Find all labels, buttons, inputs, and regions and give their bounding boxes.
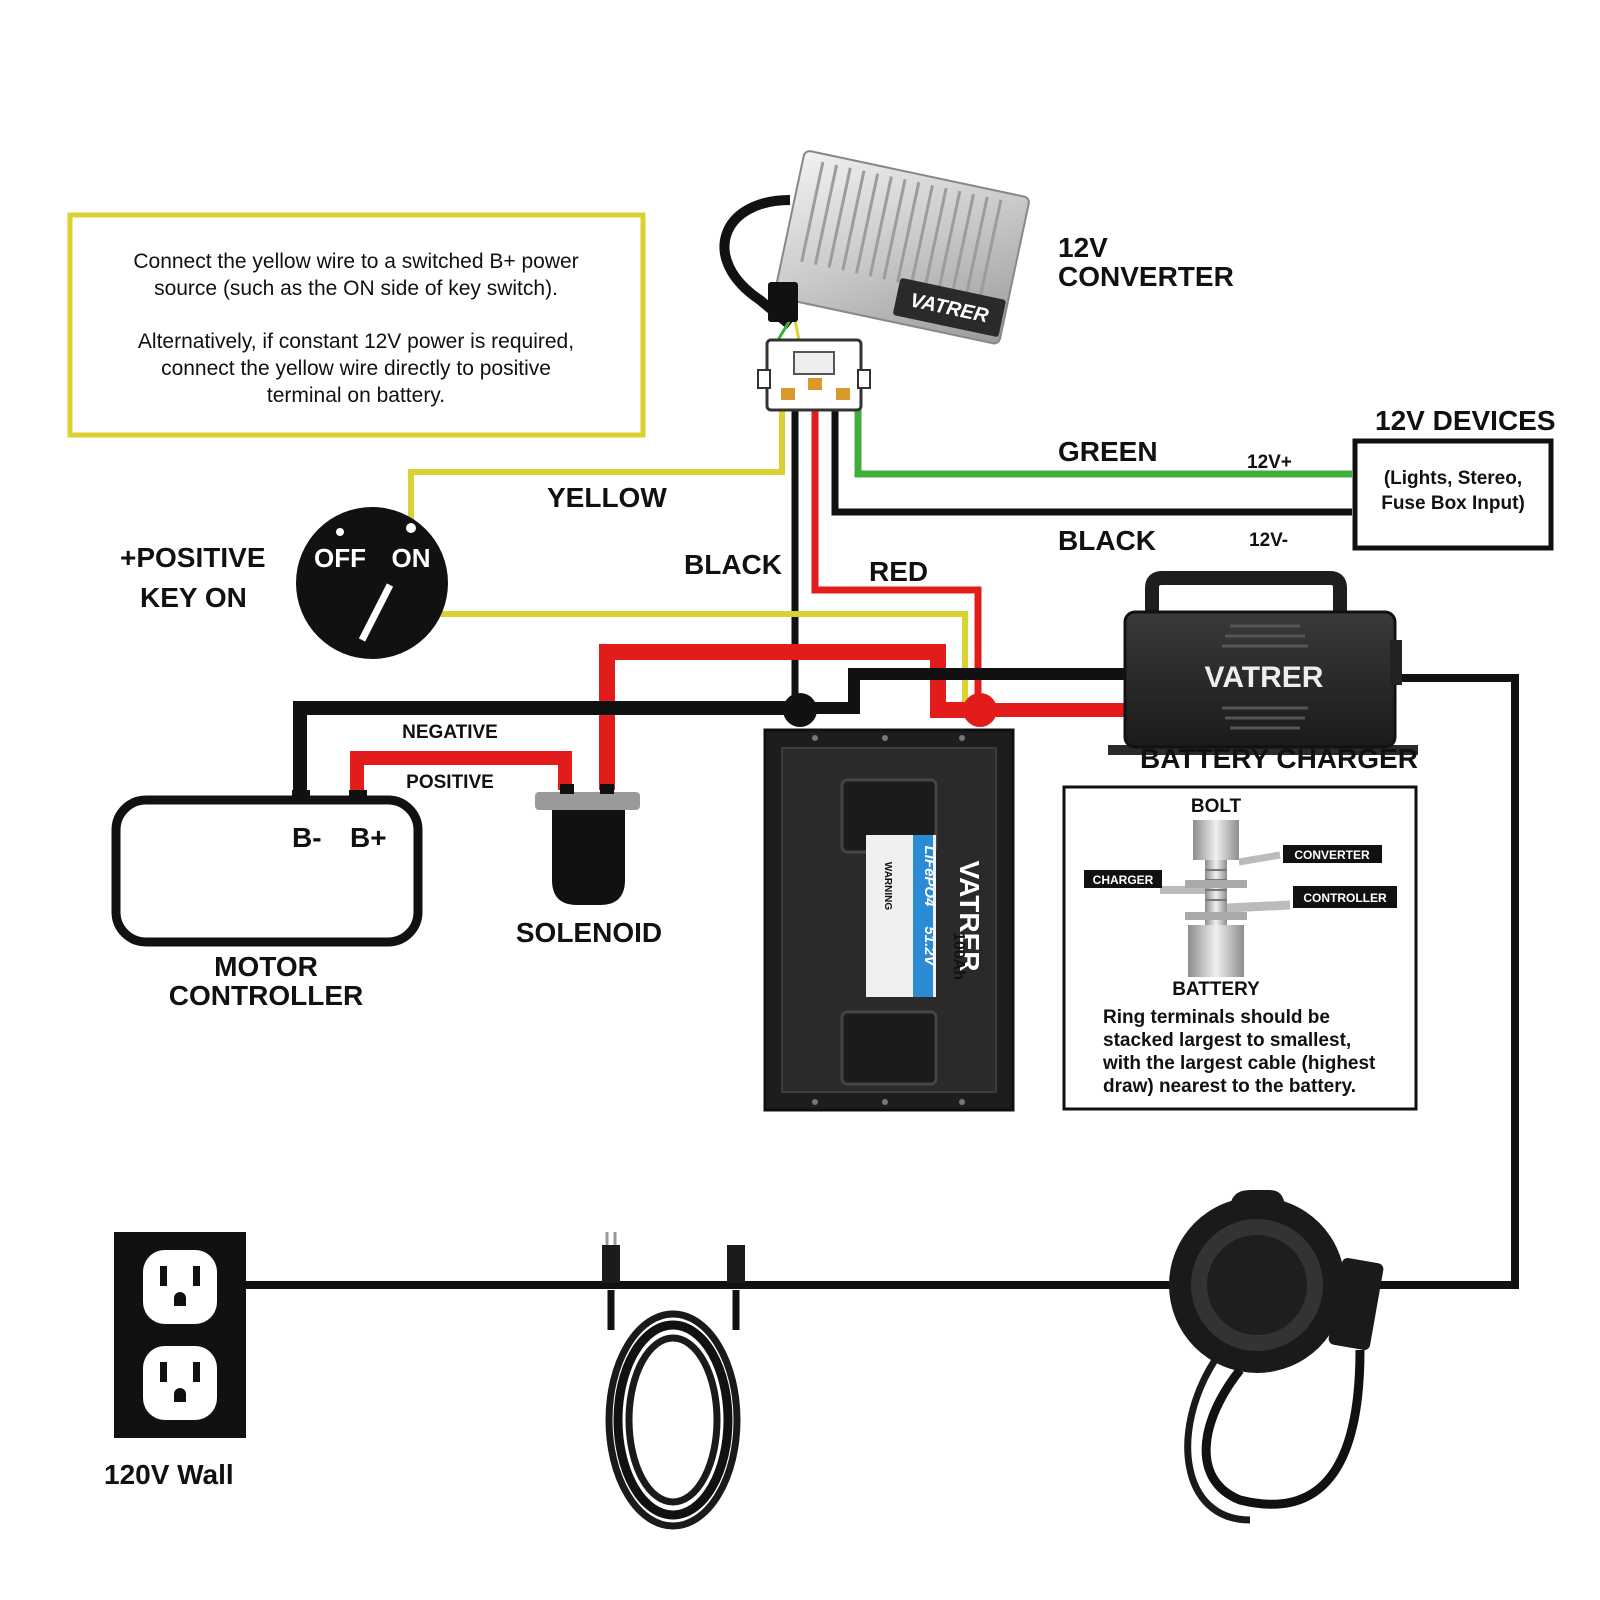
v-plus-label: 12V+ (1247, 452, 1292, 473)
bolt-desc-2: stacked largest to smallest, (1103, 1030, 1351, 1051)
dc-converter: VATRER 12V CONVERTER (719, 150, 1234, 412)
bolt-converter-label: CONVERTER (1294, 848, 1370, 862)
converter-connector (757, 282, 871, 412)
devices-line-2: Fuse Box Input) (1381, 493, 1525, 514)
solenoid-label: SOLENOID (516, 917, 662, 948)
yellow-label: YELLOW (547, 482, 667, 513)
converter-body: VATRER (773, 150, 1030, 345)
charge-port (1169, 1190, 1384, 1524)
bolt-stack-box: BOLT CONVERTER CHARGER CONTROLLER BATTER… (1062, 785, 1418, 1111)
red-positive-wire (350, 751, 572, 796)
red-converter-wire (811, 408, 982, 703)
instruction-note: Connect the yellow wire to a switched B+… (67, 212, 646, 438)
bolt-controller-label: CONTROLLER (1303, 891, 1387, 905)
converter-label-1: 12V (1058, 232, 1108, 263)
v-minus-label: 12V- (1249, 530, 1288, 551)
b-plus-label: B+ (350, 822, 387, 853)
extension-cord (602, 1232, 745, 1530)
negative-label: NEGATIVE (402, 722, 498, 743)
b-minus-label: B- (292, 822, 322, 853)
bolt-desc-3: with the largest cable (highest (1102, 1053, 1376, 1074)
motor-label-1: MOTOR (214, 951, 318, 982)
green-label: GREEN (1058, 436, 1158, 467)
bolt-desc-1: Ring terminals should be (1103, 1007, 1330, 1028)
bolt-charger-label: CHARGER (1093, 873, 1154, 887)
note-line-1: Connect the yellow wire to a switched B+… (133, 250, 578, 273)
devices-box: 12V DEVICES (Lights, Stereo, Fuse Box In… (1352, 405, 1556, 551)
devices-line-1: (Lights, Stereo, (1384, 468, 1522, 489)
ac-cable (246, 674, 1519, 1289)
black-main-wire (293, 701, 800, 796)
bolt-battery-label: BATTERY (1172, 979, 1260, 1000)
red-label: RED (869, 556, 928, 587)
bolt-label: BOLT (1191, 796, 1242, 817)
black-label: BLACK (684, 549, 782, 580)
wires (246, 408, 1519, 1289)
battery-chem: LiFePO4 (921, 846, 938, 908)
black-charger-wire (800, 668, 1128, 714)
on-label: ON (392, 543, 431, 573)
note-line-4: Alternatively, if constant 12V power is … (138, 330, 574, 353)
black-device-label: BLACK (1058, 525, 1156, 556)
battery-warning: WARNING (882, 862, 893, 911)
motor-label-2: CONTROLLER (169, 980, 363, 1011)
key-on-label: KEY ON (140, 582, 247, 613)
devices-title: 12V DEVICES (1375, 405, 1556, 436)
battery-charger: VATRER BATTERY CHARGER (1108, 571, 1418, 774)
battery-pack: VATRER LiFePO4 51.2V 100Ah WARNING (763, 728, 1015, 1112)
note-line-5: connect the yellow wire directly to posi… (161, 357, 551, 380)
yellow-wire-top (408, 408, 785, 528)
battery-voltage: 51.2V (921, 926, 938, 967)
motor-controller: B- B+ MOTOR CONTROLLER (111, 790, 423, 1011)
bolt-desc-4: draw) nearest to the battery. (1103, 1076, 1356, 1097)
key-switch: +POSITIVE KEY ON OFF ON (120, 507, 448, 659)
note-line-6: terminal on battery. (267, 384, 445, 407)
key-slot (358, 583, 394, 642)
battery-negative-junction (783, 693, 817, 727)
off-label: OFF (314, 543, 366, 573)
battery-positive-junction (963, 693, 997, 727)
charger-brand: VATRER (1205, 661, 1324, 694)
solenoid: SOLENOID (516, 784, 662, 948)
positive-label: +POSITIVE (120, 542, 266, 573)
note-line-2: source (such as the ON side of key switc… (154, 277, 558, 300)
converter-label-2: CONVERTER (1058, 261, 1234, 292)
black-device-wire (831, 408, 1352, 516)
red-main-wire (599, 644, 978, 790)
positive-wire-label: POSITIVE (406, 772, 494, 793)
outlet-socket-top (143, 1250, 217, 1324)
outlet-socket-bottom (143, 1346, 217, 1420)
battery-brand: VATRER (954, 861, 985, 972)
port-pigtail (1184, 1257, 1384, 1524)
battery-capacity: 100Ah (950, 932, 967, 980)
wall-label: 120V Wall (104, 1459, 234, 1490)
wall-outlet: 120V Wall (104, 1232, 246, 1490)
charger-label: BATTERY CHARGER (1140, 743, 1418, 774)
green-wire (854, 408, 1352, 478)
